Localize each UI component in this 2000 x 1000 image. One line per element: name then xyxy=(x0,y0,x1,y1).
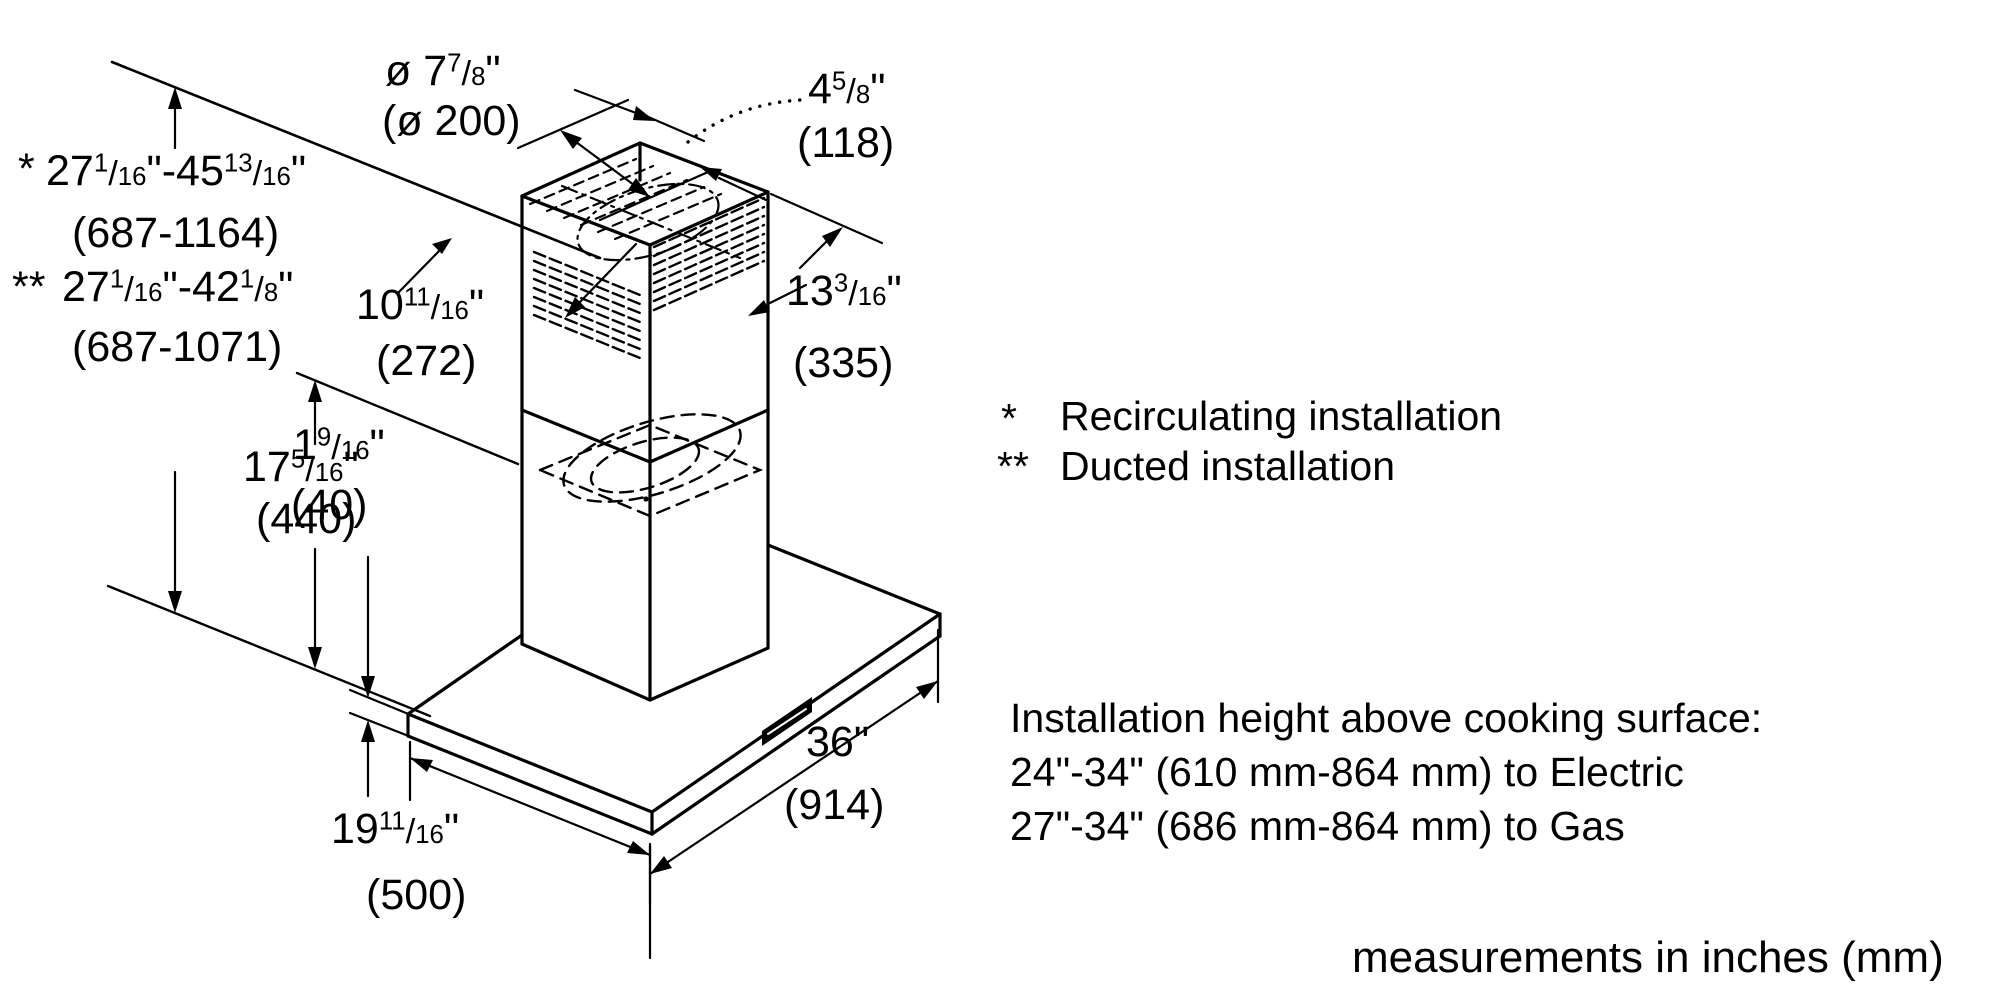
recirc-height-range-in: 271/16"-4513/16" xyxy=(46,147,307,195)
bottom-reference-line xyxy=(106,584,432,718)
canopy-width-in: 36" xyxy=(806,718,870,766)
top-depth-mm: (118) xyxy=(797,119,895,167)
install-height-title: Installation height above cooking surfac… xyxy=(1010,695,1763,741)
recirc-marker: * xyxy=(18,145,35,193)
dim-duct-diameter xyxy=(516,98,710,222)
canopy-depth-in: 1911/16" xyxy=(331,805,460,853)
ducted-height-range-in: 271/16"-421/8" xyxy=(62,263,294,311)
top-depth-in: 45/8" xyxy=(808,65,886,113)
dim-canopy-width xyxy=(648,628,940,906)
install-height-gas: 27"-34" (686 mm-864 mm) to Gas xyxy=(1010,803,1625,849)
dim-flue-depth xyxy=(396,238,638,318)
dim-canopy-depth xyxy=(408,740,652,960)
lower-section-height-mm: (440) xyxy=(256,495,357,543)
center-dot xyxy=(643,496,649,502)
flue-width-in: 133/16" xyxy=(786,267,902,315)
legend-ducted-label: Ducted installation xyxy=(1060,443,1396,489)
flue-depth-in: 1011/16" xyxy=(356,281,485,329)
recirc-height-range-mm: (687-1164) xyxy=(72,209,280,257)
legend-recirc-marker: * xyxy=(1001,395,1017,441)
dim-canopy-thickness xyxy=(348,555,408,798)
dim-top-depth xyxy=(573,88,802,202)
dim-lower-section-height xyxy=(308,380,322,669)
mid-reference-line xyxy=(295,371,520,466)
flue-depth-mm: (272) xyxy=(376,337,477,385)
canopy-depth-mm: (500) xyxy=(366,871,467,919)
lower-section-height-in: 175/16" xyxy=(243,443,359,491)
legend-recirc-label: Recirculating installation xyxy=(1060,393,1503,439)
canopy-thickness-mm: (40) xyxy=(291,481,368,529)
units-note: measurements in inches (mm) xyxy=(1352,933,1944,982)
canopy-thickness-in: 19/16" xyxy=(293,421,385,469)
control-panel-strip xyxy=(762,697,812,746)
louver-vents-right xyxy=(652,196,766,312)
canopy-width-mm: (914) xyxy=(784,781,885,829)
ceiling-reference-line xyxy=(110,60,602,260)
legend-ducted-marker: ** xyxy=(997,443,1029,489)
duct-circle-hidden xyxy=(536,413,764,518)
dim-flue-width xyxy=(748,192,884,316)
duct-diameter-in: ø 77/8" xyxy=(385,47,501,95)
ducted-height-range-mm: (687-1071) xyxy=(72,323,283,371)
top-opening-hatch xyxy=(528,157,723,241)
duct-diameter-mm: (ø 200) xyxy=(382,97,521,145)
chimney-lower-flue xyxy=(520,408,770,702)
install-height-electric: 24"-34" (610 mm-864 mm) to Electric xyxy=(1010,749,1684,795)
dim-overall-height xyxy=(168,87,182,613)
ducted-marker: ** xyxy=(12,263,46,311)
louver-vents-left xyxy=(532,250,642,360)
flue-width-mm: (335) xyxy=(793,339,894,387)
